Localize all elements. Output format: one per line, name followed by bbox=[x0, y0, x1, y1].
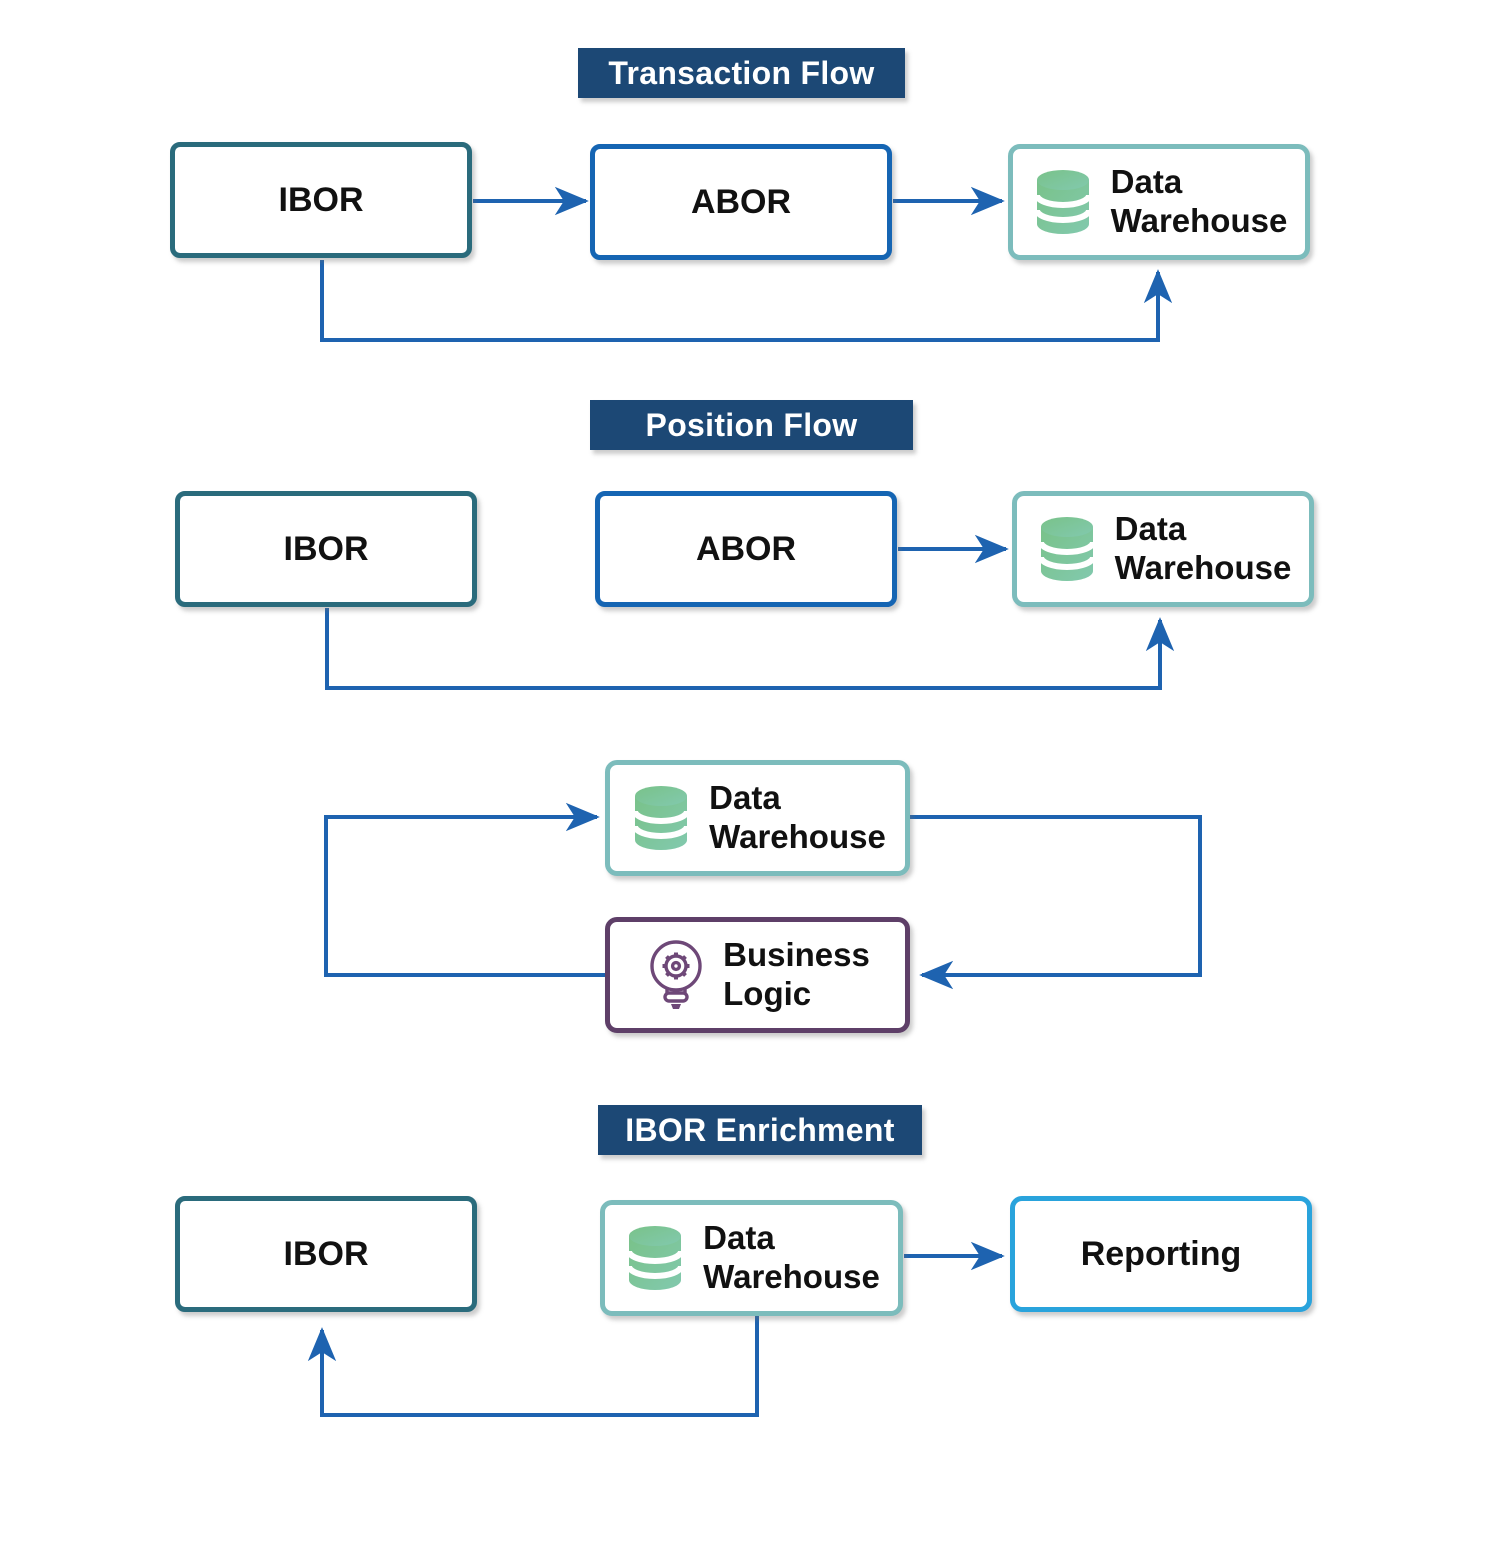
lightbulb-gear-icon bbox=[650, 940, 702, 1009]
node-label: Business Logic bbox=[723, 936, 870, 1013]
route-businesslogic-to-datawarehouse bbox=[324, 802, 605, 977]
node-ibor-position: IBOR bbox=[175, 491, 477, 607]
node-data-warehouse-loop: Data Warehouse bbox=[605, 760, 910, 876]
node-label: IBOR bbox=[278, 180, 364, 219]
node-reporting: Reporting bbox=[1010, 1196, 1312, 1312]
node-label: Data Warehouse bbox=[1115, 510, 1292, 587]
node-label: IBOR bbox=[283, 529, 369, 568]
node-label: IBOR bbox=[283, 1234, 369, 1273]
section-header-position-flow: Position Flow bbox=[590, 400, 913, 450]
node-ibor-enrichment: IBOR bbox=[175, 1196, 477, 1312]
node-label-line: Data bbox=[1110, 163, 1183, 201]
node-label-line: Warehouse bbox=[1110, 202, 1288, 239]
node-label: Data Warehouse bbox=[1111, 163, 1288, 240]
node-label-line: Warehouse bbox=[1114, 549, 1292, 586]
node-ibor-transaction: IBOR bbox=[170, 142, 472, 258]
database-icon bbox=[626, 1226, 685, 1290]
route-datawarehouse-to-businesslogic bbox=[910, 815, 1202, 990]
node-label-line: Data bbox=[703, 1219, 775, 1257]
node-label: Data Warehouse bbox=[703, 1219, 880, 1296]
route-ibor-to-datawarehouse-transaction bbox=[320, 260, 1173, 342]
node-abor-position: ABOR bbox=[595, 491, 897, 607]
node-abor-transaction: ABOR bbox=[590, 144, 892, 260]
node-data-warehouse-enrichment: Data Warehouse bbox=[600, 1200, 903, 1316]
section-header-transaction-flow: Transaction Flow bbox=[578, 48, 905, 98]
node-label: Reporting bbox=[1080, 1234, 1242, 1273]
database-icon bbox=[632, 786, 691, 850]
node-label: Data Warehouse bbox=[709, 779, 886, 856]
section-header-ibor-enrichment: IBOR Enrichment bbox=[598, 1105, 922, 1155]
database-icon bbox=[1033, 170, 1092, 234]
database-icon bbox=[1037, 517, 1096, 581]
node-label-line: Warehouse bbox=[709, 818, 886, 855]
route-datawarehouse-to-ibor-enrichment bbox=[307, 1316, 759, 1417]
route-ibor-to-datawarehouse-position bbox=[325, 608, 1175, 690]
node-label-line: Data bbox=[1114, 510, 1187, 548]
node-label: ABOR bbox=[695, 529, 797, 568]
node-data-warehouse-transaction: Data Warehouse bbox=[1008, 144, 1310, 260]
node-label-line: Business bbox=[723, 936, 870, 974]
node-label-line: Logic bbox=[723, 975, 812, 1012]
node-label-line: Data bbox=[709, 779, 781, 817]
node-data-warehouse-position: Data Warehouse bbox=[1012, 491, 1314, 607]
node-label-line: Warehouse bbox=[703, 1258, 880, 1295]
node-label: ABOR bbox=[690, 182, 792, 221]
node-business-logic: Business Logic bbox=[605, 917, 910, 1033]
